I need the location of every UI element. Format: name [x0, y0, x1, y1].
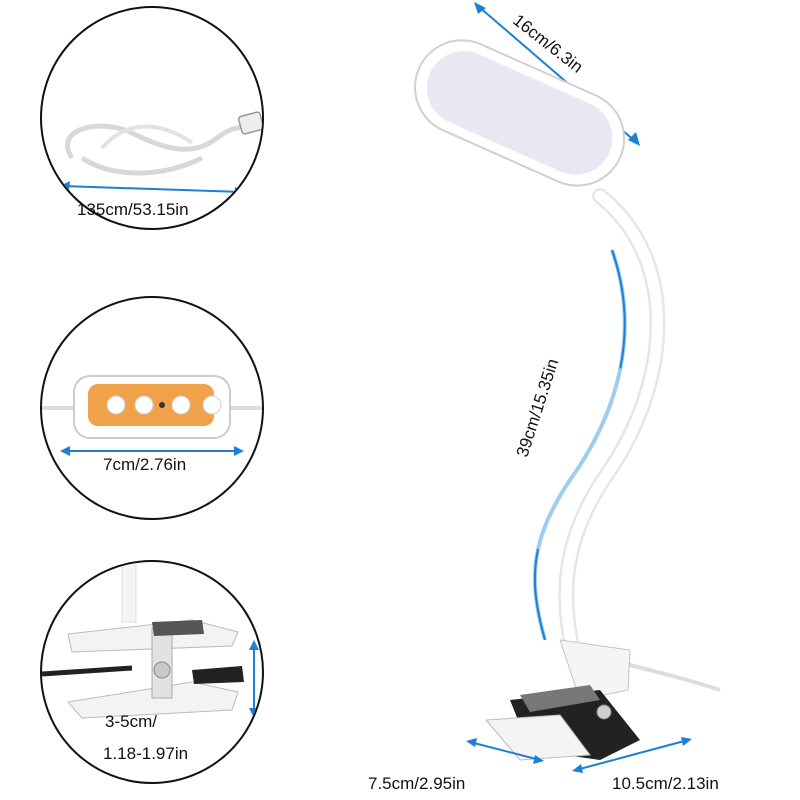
clip-opening-label-line2: 1.18-1.97in — [103, 744, 189, 763]
brightness-down-icon — [134, 395, 154, 415]
controller-detail-circle — [40, 296, 264, 520]
mode-icon — [202, 395, 222, 415]
usb-plug-icon — [237, 111, 262, 135]
lamp-clip — [484, 639, 640, 761]
indicator-dot — [159, 402, 165, 408]
clip-detail-circle — [40, 560, 264, 784]
clip-width-label: 7.5cm/2.95in — [368, 774, 466, 793]
brightness-up-icon — [106, 395, 126, 415]
controller-illustration — [42, 375, 262, 456]
clip-length-label: 10.5cm/2.13in — [612, 774, 719, 793]
lamp-head — [414, 39, 626, 187]
clip-illustration — [42, 562, 259, 719]
cable-length-label: 135cm/53.15in — [77, 200, 189, 219]
controller-width-label: 7cm/2.76in — [103, 455, 187, 474]
power-icon — [171, 395, 191, 415]
clip-opening-label-line1: 3-5cm/ — [105, 712, 157, 731]
